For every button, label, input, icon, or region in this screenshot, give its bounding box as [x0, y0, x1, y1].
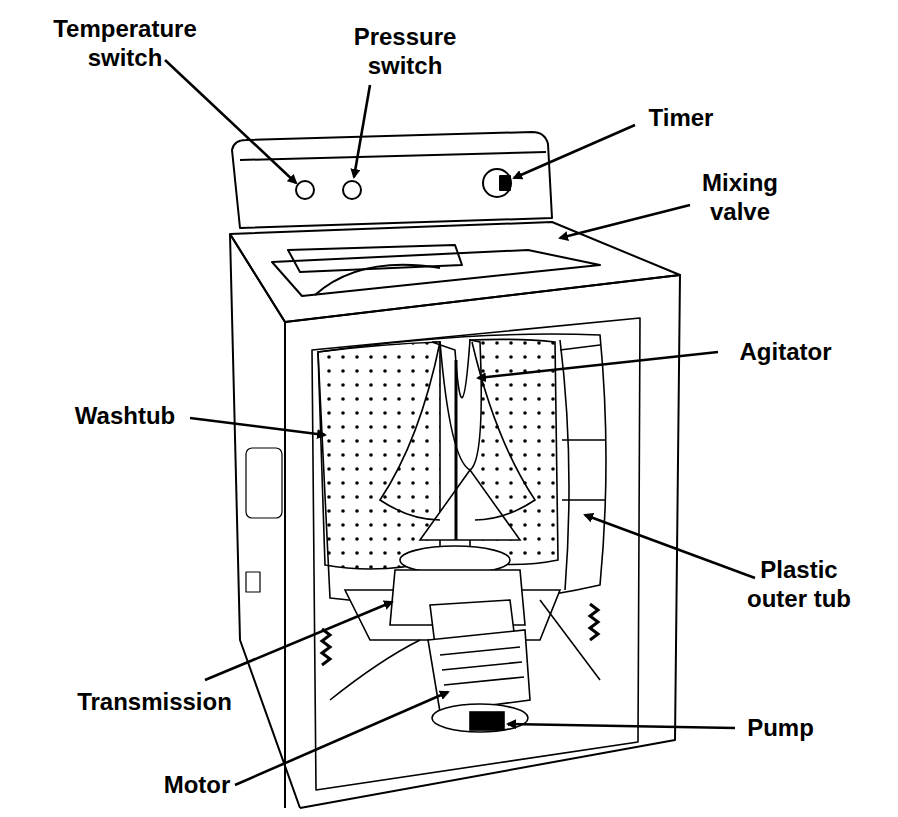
timer-knob: [483, 169, 511, 197]
leader-line: [354, 85, 370, 177]
front-left-edge: [284, 322, 286, 808]
part-label: Pump: [738, 713, 823, 742]
leader-line: [508, 724, 735, 728]
leader-line: [560, 205, 690, 238]
part-label: Washtub: [60, 401, 190, 430]
cabinet: [230, 132, 680, 808]
console-panel: [232, 132, 552, 228]
cabinet-top: [230, 222, 680, 322]
part-label: Pressure switch: [335, 22, 475, 80]
leader-line: [514, 125, 635, 178]
tub-ring: [315, 265, 440, 295]
washtub-left: [318, 342, 440, 569]
console-edge: [240, 152, 546, 160]
timer-pointer: [500, 176, 510, 190]
hose: [330, 640, 420, 700]
leader-line: [165, 60, 296, 183]
agitator-fin-right: [472, 342, 535, 520]
leader-line: [205, 602, 392, 680]
top-side-edge: [230, 234, 285, 322]
side-bracket: [246, 572, 260, 592]
leader-line: [585, 515, 755, 578]
spring-left: [322, 629, 330, 665]
leader-line: [190, 418, 325, 435]
motor-windings: [440, 647, 524, 685]
tub-assembly: [318, 334, 606, 732]
part-label: Plastic outer tub: [747, 555, 851, 613]
suspension-rod: [540, 600, 600, 680]
outer-tub-seam: [560, 340, 569, 590]
part-label: Timer: [636, 103, 726, 132]
part-label: Transmission: [62, 687, 247, 716]
motor-body: [428, 630, 530, 712]
agitator-fin-left: [380, 342, 440, 520]
cutaway-opening: [312, 318, 640, 790]
part-label: Agitator: [728, 337, 843, 366]
agitator-body: [420, 340, 520, 540]
spring-right: [590, 604, 598, 640]
leader-line: [478, 352, 718, 378]
temperature-knob: [296, 181, 314, 199]
part-label: Motor: [152, 770, 242, 799]
lid-recess: [272, 250, 600, 296]
side-panel-label: [246, 448, 282, 518]
part-label: Temperature switch: [40, 14, 210, 72]
agitator-shaft: [455, 360, 458, 540]
pump-outlet: [470, 712, 504, 730]
cabinet-side: [230, 234, 300, 808]
part-label: Mixing valve: [675, 168, 805, 226]
cabinet-front: [285, 275, 680, 808]
leader-lines: [165, 60, 755, 785]
leader-line: [235, 692, 448, 785]
pressure-knob: [343, 181, 361, 199]
pump-housing: [432, 704, 528, 732]
outer-tub: [318, 334, 606, 604]
